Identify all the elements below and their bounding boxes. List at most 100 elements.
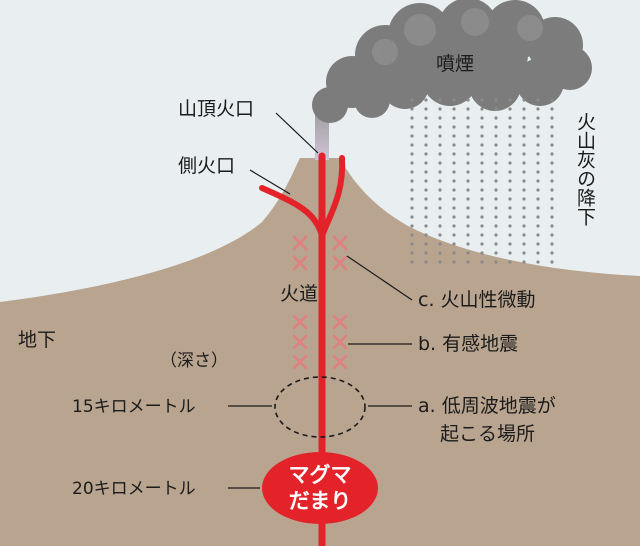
ash-dot	[410, 215, 414, 219]
ash-dot	[522, 134, 526, 138]
quake-x-mark	[292, 255, 308, 271]
ash-dot	[438, 224, 442, 228]
quake-x-mark	[292, 235, 308, 251]
ash-dot	[424, 98, 428, 102]
low-frequency-quake-label: a. 低周波地震が	[418, 395, 556, 417]
ash-dot	[550, 242, 554, 246]
ash-dot	[480, 215, 484, 219]
magma-chamber-label-line1: マグマ	[289, 463, 352, 487]
conduit-label: 火道	[280, 283, 318, 305]
quake-x-mark	[292, 354, 308, 370]
ash-dot	[424, 188, 428, 192]
ash-dot	[410, 188, 414, 192]
ash-dot	[480, 143, 484, 147]
ash-dot	[410, 179, 414, 183]
ash-dot	[550, 152, 554, 156]
magma-chamber-label-line2: だまり	[289, 489, 352, 513]
ash-fall-dots	[410, 98, 554, 264]
ash-dot	[424, 251, 428, 255]
ash-dot	[466, 107, 470, 111]
ash-dot	[550, 170, 554, 174]
ash-dot	[466, 206, 470, 210]
ash-dot	[508, 260, 512, 264]
ash-dot	[410, 161, 414, 165]
ash-dot	[466, 170, 470, 174]
ash-dot	[438, 206, 442, 210]
ash-dot	[508, 197, 512, 201]
ash-dot	[424, 143, 428, 147]
ash-dot	[550, 188, 554, 192]
ash-dot	[466, 242, 470, 246]
ash-dot	[536, 116, 540, 120]
ash-dot	[424, 116, 428, 120]
ash-dot	[424, 152, 428, 156]
ash-dot	[550, 251, 554, 255]
ash-dot	[452, 179, 456, 183]
ash-dot	[480, 260, 484, 264]
ash-dot	[480, 242, 484, 246]
ash-dot	[438, 116, 442, 120]
ash-dot	[522, 242, 526, 246]
ash-dot	[452, 152, 456, 156]
ash-dot	[480, 179, 484, 183]
ash-dot	[522, 179, 526, 183]
ash-dot	[438, 188, 442, 192]
ash-dot	[452, 188, 456, 192]
ash-dot	[438, 107, 442, 111]
ash-dot	[480, 125, 484, 129]
plume-label: 噴煙	[436, 53, 474, 75]
ash-dot	[494, 251, 498, 255]
ash-dot	[550, 134, 554, 138]
ash-dot	[424, 107, 428, 111]
ash-dot	[536, 251, 540, 255]
ash-dot	[466, 188, 470, 192]
ash-dot	[452, 134, 456, 138]
ash-dot	[452, 125, 456, 129]
ash-dot	[494, 197, 498, 201]
ash-dot	[536, 206, 540, 210]
ash-dot	[438, 251, 442, 255]
summit-crater-label: 山頂火口	[178, 98, 254, 120]
ash-dot	[424, 233, 428, 237]
ash-dot	[424, 215, 428, 219]
ash-dot	[410, 152, 414, 156]
ash-dot	[494, 116, 498, 120]
ash-dot	[424, 197, 428, 201]
ash-dot	[550, 233, 554, 237]
ash-dot	[550, 224, 554, 228]
ash-dot	[424, 179, 428, 183]
ash-dot	[410, 125, 414, 129]
ash-dot	[466, 143, 470, 147]
ash-dot	[438, 233, 442, 237]
ash-dot	[480, 98, 484, 102]
ash-dot	[522, 224, 526, 228]
side-crater-label: 側火口	[178, 155, 235, 177]
ash-dot	[522, 170, 526, 174]
depth-20km-label: 20キロメートル	[72, 479, 196, 499]
ash-dot	[522, 188, 526, 192]
ash-dot	[494, 224, 498, 228]
ash-dot	[438, 197, 442, 201]
ash-dot	[410, 242, 414, 246]
leader-lines	[228, 112, 413, 489]
ash-dot	[438, 152, 442, 156]
ash-dot	[438, 170, 442, 174]
ash-dot	[410, 134, 414, 138]
ash-dot	[452, 260, 456, 264]
ash-dot	[438, 260, 442, 264]
ash-dot	[452, 161, 456, 165]
ash-dot	[536, 107, 540, 111]
ash-dot	[508, 125, 512, 129]
ash-dot	[494, 125, 498, 129]
ash-dot	[550, 116, 554, 120]
ash-dot	[508, 233, 512, 237]
ash-dot	[466, 98, 470, 102]
earthquake-marks	[292, 235, 348, 370]
ash-dot	[466, 215, 470, 219]
volcanic-tremor-label: c. 火山性微動	[418, 289, 536, 311]
depth-label: （深さ）	[160, 351, 228, 371]
ash-dot	[508, 224, 512, 228]
ash-dot	[508, 170, 512, 174]
ash-dot	[536, 197, 540, 201]
ash-dot	[466, 197, 470, 201]
